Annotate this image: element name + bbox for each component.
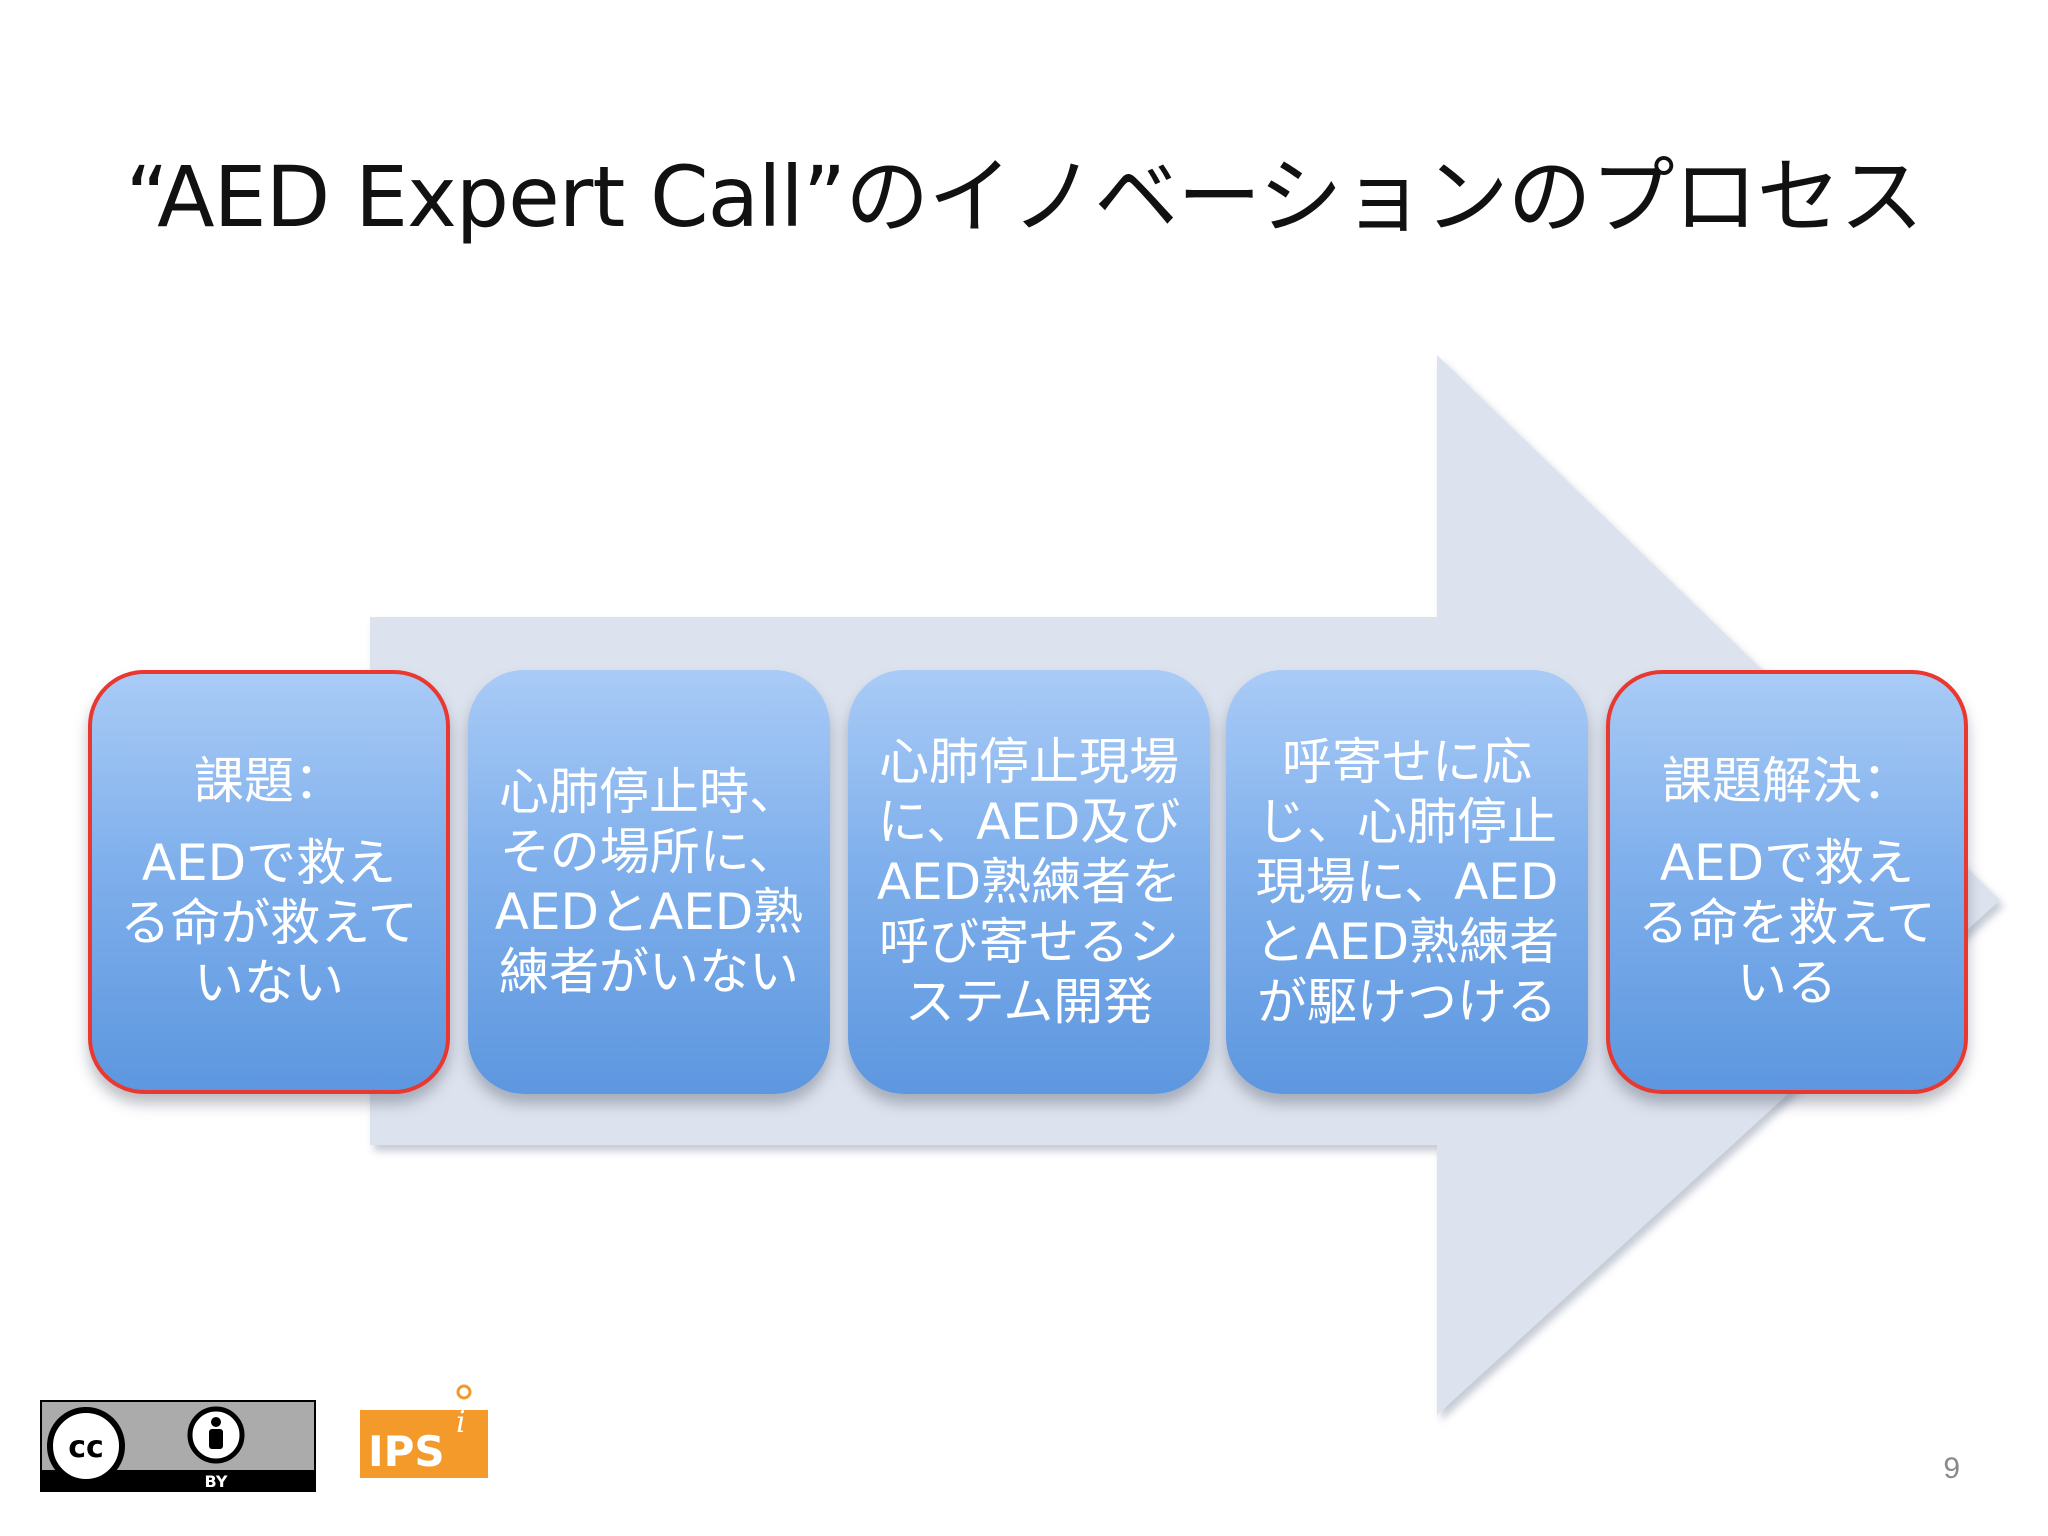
step-1-heading: 課題： — [194, 752, 344, 810]
step-5-heading: 課題解決： — [1662, 752, 1912, 810]
logo-text: IPS — [368, 1427, 445, 1476]
step-2: 心肺停止時、その場所に、AEDとAED熟練者がいない — [468, 670, 830, 1094]
ips-logo: IPS i — [360, 1384, 488, 1478]
license-label: BY — [205, 1472, 228, 1491]
cc-by-license-badge: cc BY — [40, 1400, 316, 1492]
step-1-problem: 課題： AEDで救える命が救えていない — [88, 670, 450, 1094]
step-3: 心肺停止現場に、AED及びAED熟練者を呼び寄せるシステム開発 — [848, 670, 1210, 1094]
step-3-text: 心肺停止現場に、AED及びAED熟練者を呼び寄せるシステム開発 — [876, 733, 1182, 1031]
attribution-person-icon — [187, 1406, 245, 1464]
svg-text:cc: cc — [68, 1430, 104, 1465]
logo-dot-icon — [456, 1384, 472, 1400]
step-4-text: 呼寄せに応じ、心肺停止現場に、AEDとAED熟練者が駆けつける — [1254, 733, 1560, 1031]
step-4: 呼寄せに応じ、心肺停止現場に、AEDとAED熟練者が駆けつける — [1226, 670, 1588, 1094]
step-5-solution: 課題解決： AEDで救える命を救えている — [1606, 670, 1968, 1094]
step-5-text: AEDで救える命を救えている — [1638, 834, 1936, 1012]
slide-title: “AED Expert Call”のイノベーションのプロセス — [125, 148, 1923, 246]
logo-mark: i — [456, 1405, 466, 1440]
step-2-text: 心肺停止時、その場所に、AEDとAED熟練者がいない — [494, 763, 804, 1001]
step-1-text: AEDで救える命が救えていない — [120, 834, 418, 1012]
page-number: 9 — [1943, 1452, 1960, 1485]
cc-icon: cc — [47, 1407, 125, 1485]
